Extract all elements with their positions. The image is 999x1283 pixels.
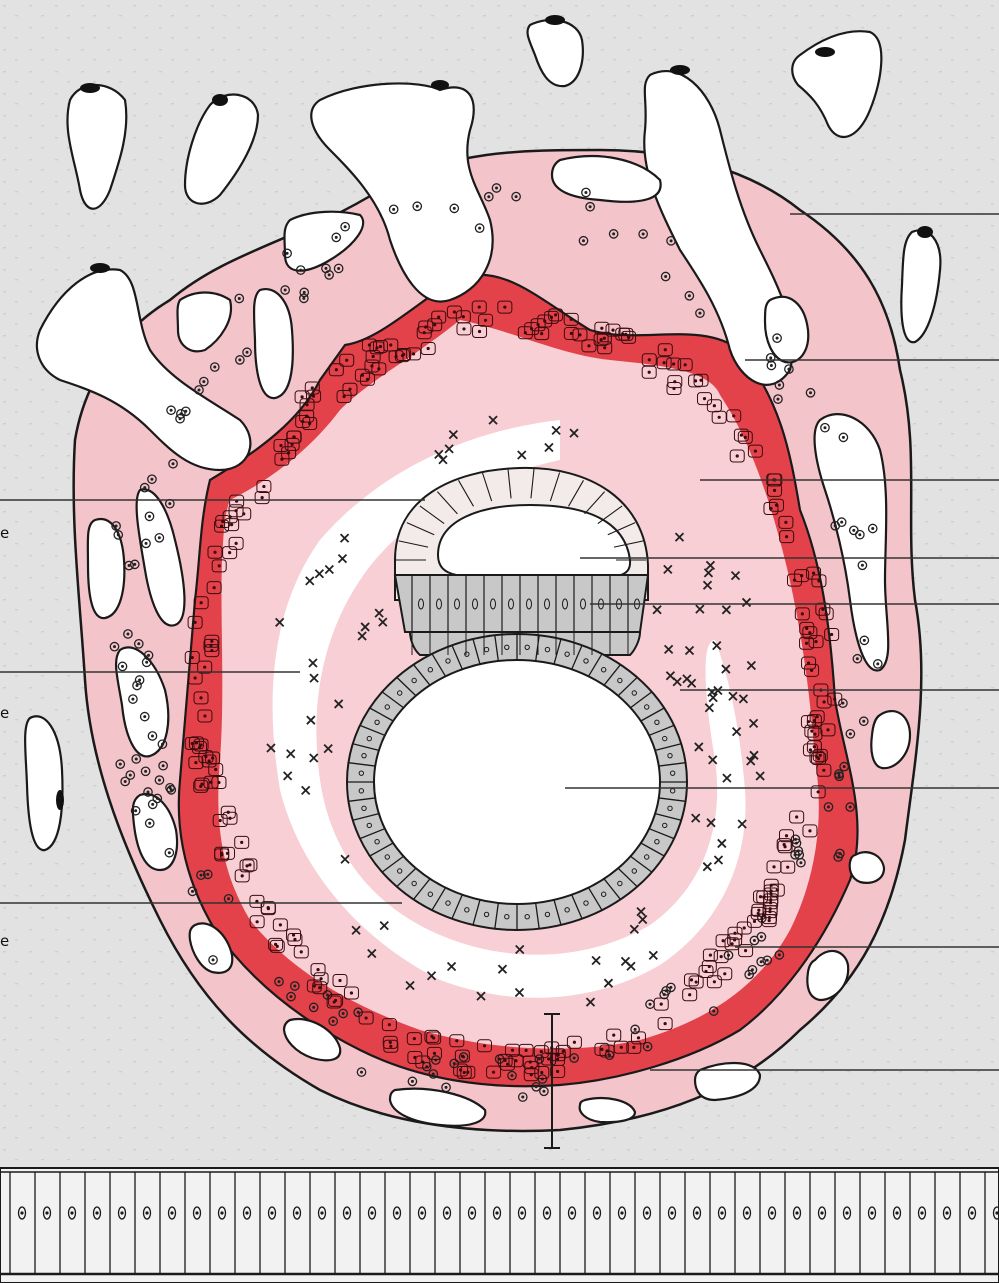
yolk-sac-cavity (374, 660, 660, 904)
column-nucleolus (720, 1211, 723, 1214)
column-nucleolus (120, 1211, 123, 1214)
column-nucleolus (870, 1211, 873, 1214)
column-nucleolus (645, 1211, 648, 1214)
column-nucleolus (20, 1211, 23, 1214)
nucleus-cap (545, 15, 565, 25)
label-left-1: e (0, 524, 9, 542)
column-nucleolus (345, 1211, 348, 1214)
column-nucleolus (895, 1211, 898, 1214)
column-nucleolus (695, 1211, 698, 1214)
column-nucleolus (170, 1211, 173, 1214)
nucleus-cap (90, 263, 110, 273)
column-nucleolus (245, 1211, 248, 1214)
column-nucleolus (520, 1211, 523, 1214)
nucleus-cap (212, 94, 228, 106)
column-nucleolus (220, 1211, 223, 1214)
column-nucleolus (970, 1211, 973, 1214)
column-nucleolus (195, 1211, 198, 1214)
nucleus-cap (670, 65, 690, 75)
column-nucleolus (70, 1211, 73, 1214)
nucleus-cap (431, 80, 449, 90)
column-nucleolus (445, 1211, 448, 1214)
lacuna (254, 289, 293, 398)
column-nucleolus (770, 1211, 773, 1214)
nucleus-cap (80, 83, 100, 93)
column-nucleolus (570, 1211, 573, 1214)
column-nucleolus (795, 1211, 798, 1214)
column-nucleolus (495, 1211, 498, 1214)
nucleus-cap (917, 226, 933, 238)
label-left-2: e (0, 704, 9, 722)
column-nucleolus (820, 1211, 823, 1214)
uterine-epithelium (0, 1168, 999, 1283)
column-nucleolus (395, 1211, 398, 1214)
column-nucleolus (995, 1211, 998, 1214)
column-nucleolus (845, 1211, 848, 1214)
column-nucleolus (295, 1211, 298, 1214)
gland-cell (25, 716, 62, 850)
column-nucleolus (370, 1211, 373, 1214)
nucleus-cap (815, 47, 835, 57)
column-nucleolus (545, 1211, 548, 1214)
column-nucleolus (745, 1211, 748, 1214)
column-nucleolus (270, 1211, 273, 1214)
column-nucleolus (145, 1211, 148, 1214)
column-nucleolus (320, 1211, 323, 1214)
column-nucleolus (595, 1211, 598, 1214)
lacuna (850, 852, 884, 883)
column-nucleolus (945, 1211, 948, 1214)
column-nucleolus (420, 1211, 423, 1214)
column-nucleolus (670, 1211, 673, 1214)
column-nucleolus (470, 1211, 473, 1214)
column-nucleolus (45, 1211, 48, 1214)
column-nucleolus (920, 1211, 923, 1214)
column-nucleolus (95, 1211, 98, 1214)
nucleus-cap (56, 790, 64, 810)
column-nucleolus (620, 1211, 623, 1214)
label-left-3: e (0, 932, 9, 950)
